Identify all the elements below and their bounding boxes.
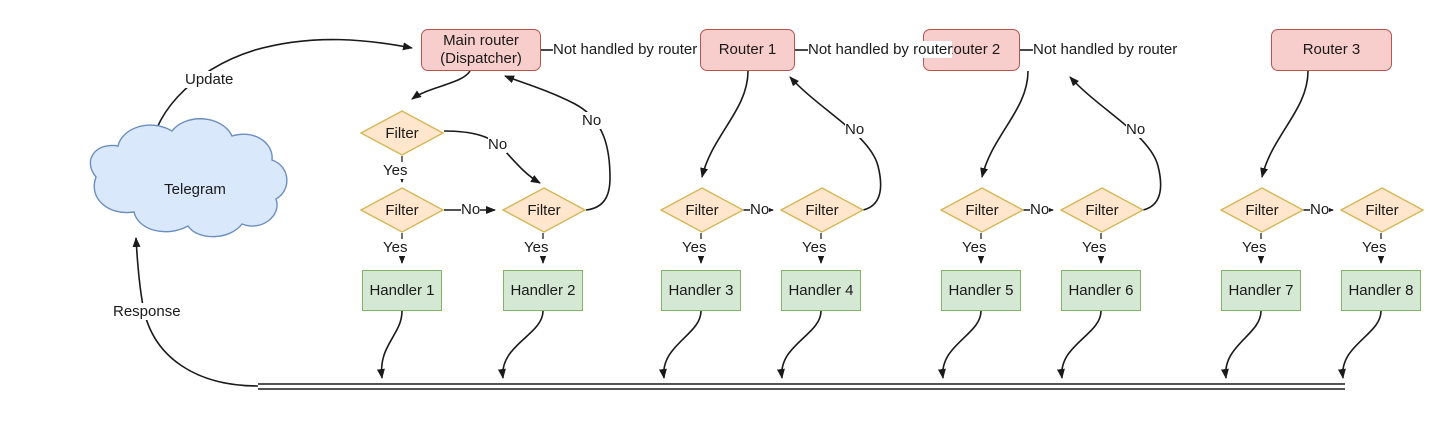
handler-4-node[interactable]: Handler 4 xyxy=(781,270,861,311)
edge-label-no-filter-1: No xyxy=(461,201,481,218)
diamond-icon xyxy=(940,187,1024,233)
edge-mainrouter-to-filter-a xyxy=(411,70,471,100)
edge-label-no-filter-a: No xyxy=(488,136,508,153)
router-2-label: Router 2 xyxy=(942,41,1001,58)
edge-label-yes-filter-3: Yes xyxy=(682,239,707,256)
filter-8-node[interactable]: Filter xyxy=(1340,187,1424,233)
edge-handler-8-to-bus xyxy=(1337,310,1382,379)
edge-handler-1-to-bus xyxy=(376,310,403,379)
edge-label-yes-filter-7: Yes xyxy=(1242,239,1267,256)
handler-1-node[interactable]: Handler 1 xyxy=(362,270,442,311)
router-3-label: Router 3 xyxy=(1302,41,1361,58)
edge-handler-7-to-bus xyxy=(1220,310,1262,379)
handler-8-label: Handler 8 xyxy=(1348,282,1414,299)
edge-response xyxy=(132,237,259,387)
edge-label-not-handled-3: Not handled by router xyxy=(1033,41,1178,58)
diamond-icon xyxy=(502,187,586,233)
filter-4-label: Filter xyxy=(805,201,839,219)
edge-handler-4-to-bus xyxy=(776,310,822,379)
diamond-icon xyxy=(660,187,744,233)
edge-handler-2-to-bus xyxy=(497,310,544,379)
router-1-node[interactable]: Router 1 xyxy=(700,29,795,71)
filter-8-label: Filter xyxy=(1365,201,1399,219)
edge-label-no-filter-7: No xyxy=(1310,201,1330,218)
router-3-node[interactable]: Router 3 xyxy=(1271,29,1392,71)
main-router-node[interactable]: Main router (Dispatcher) xyxy=(421,29,541,71)
edge-label-no-filter-6-back: No xyxy=(1126,121,1146,138)
edge-label-yes-filter-5: Yes xyxy=(962,239,987,256)
handler-2-node[interactable]: Handler 2 xyxy=(503,270,583,311)
diamond-icon xyxy=(1340,187,1424,233)
edge-label-yes-filter-6: Yes xyxy=(1082,239,1107,256)
handler-6-node[interactable]: Handler 6 xyxy=(1061,270,1141,311)
edge-label-yes-filter-1: Yes xyxy=(383,239,408,256)
filter-2-node[interactable]: Filter xyxy=(502,187,586,233)
filter-6-node[interactable]: Filter xyxy=(1060,187,1144,233)
handler-1-label: Handler 1 xyxy=(369,282,435,299)
edge-handler-5-to-bus xyxy=(937,310,982,379)
edge-label-not-handled-1: Not handled by router xyxy=(553,41,698,58)
filter-4-node[interactable]: Filter xyxy=(780,187,864,233)
edge-label-not-handled-2: Not handled by router xyxy=(808,41,953,58)
handler-6-label: Handler 6 xyxy=(1068,282,1134,299)
edge-update xyxy=(149,38,413,164)
filter-1-node[interactable]: Filter xyxy=(360,187,444,233)
filter-2-label: Filter xyxy=(527,201,561,219)
edge-label-yes-filter-4: Yes xyxy=(802,239,827,256)
router-1-label: Router 1 xyxy=(718,41,777,58)
filter-1-label: Filter xyxy=(385,201,419,219)
filter-5-node[interactable]: Filter xyxy=(940,187,1024,233)
telegram-cloud[interactable]: Telegram xyxy=(96,175,294,203)
filter-6-label: Filter xyxy=(1085,201,1119,219)
telegram-label: Telegram xyxy=(164,180,226,198)
filter-3-node[interactable]: Filter xyxy=(660,187,744,233)
filter-a-label: Filter xyxy=(385,124,419,142)
handler-5-node[interactable]: Handler 5 xyxy=(941,270,1021,311)
diamond-icon xyxy=(780,187,864,233)
diamond-icon xyxy=(1060,187,1144,233)
edge-filter-4-no-to-router-1 xyxy=(789,76,882,211)
edge-filter-6-no-to-router-2 xyxy=(1069,76,1162,211)
filter-7-label: Filter xyxy=(1245,201,1279,219)
handler-3-node[interactable]: Handler 3 xyxy=(661,270,741,311)
edge-label-yes-filter-8: Yes xyxy=(1362,239,1387,256)
edge-label-yes-filter-2: Yes xyxy=(524,239,549,256)
handler-8-node[interactable]: Handler 8 xyxy=(1341,270,1421,311)
edge-label-no-filter-2-back: No xyxy=(582,112,602,129)
edge-label-response: Response xyxy=(113,303,181,320)
edge-label-no-filter-4-back: No xyxy=(845,121,865,138)
edge-router-2-to-filter-5 xyxy=(980,70,1029,178)
filter-a-node[interactable]: Filter xyxy=(360,110,444,156)
handler-3-label: Handler 3 xyxy=(668,282,734,299)
edge-router-1-to-filter-3 xyxy=(700,70,749,178)
filter-7-node[interactable]: Filter xyxy=(1220,187,1304,233)
telegram-cloud-shape xyxy=(89,118,288,238)
diamond-icon xyxy=(1220,187,1304,233)
main-router-label-line2: (Dispatcher) xyxy=(440,50,522,67)
edge-router-3-to-filter-7 xyxy=(1260,70,1309,178)
edge-handler-3-to-bus xyxy=(658,310,702,379)
handler-7-label: Handler 7 xyxy=(1228,282,1294,299)
filter-5-label: Filter xyxy=(965,201,999,219)
edge-label-yes-filter-a: Yes xyxy=(383,162,408,179)
handler-4-label: Handler 4 xyxy=(788,282,854,299)
handler-5-label: Handler 5 xyxy=(948,282,1014,299)
edge-filter-2-no-to-mainrouter xyxy=(504,75,611,211)
edge-handler-6-to-bus xyxy=(1056,310,1102,379)
edge-label-no-filter-3: No xyxy=(750,201,770,218)
diamond-icon xyxy=(360,187,444,233)
edge-label-no-filter-5: No xyxy=(1030,201,1050,218)
main-router-label-line1: Main router xyxy=(443,32,519,49)
handler-2-label: Handler 2 xyxy=(510,282,576,299)
handler-7-node[interactable]: Handler 7 xyxy=(1221,270,1301,311)
edge-label-update: Update xyxy=(185,71,234,88)
filter-3-label: Filter xyxy=(685,201,719,219)
diamond-icon xyxy=(360,110,444,156)
